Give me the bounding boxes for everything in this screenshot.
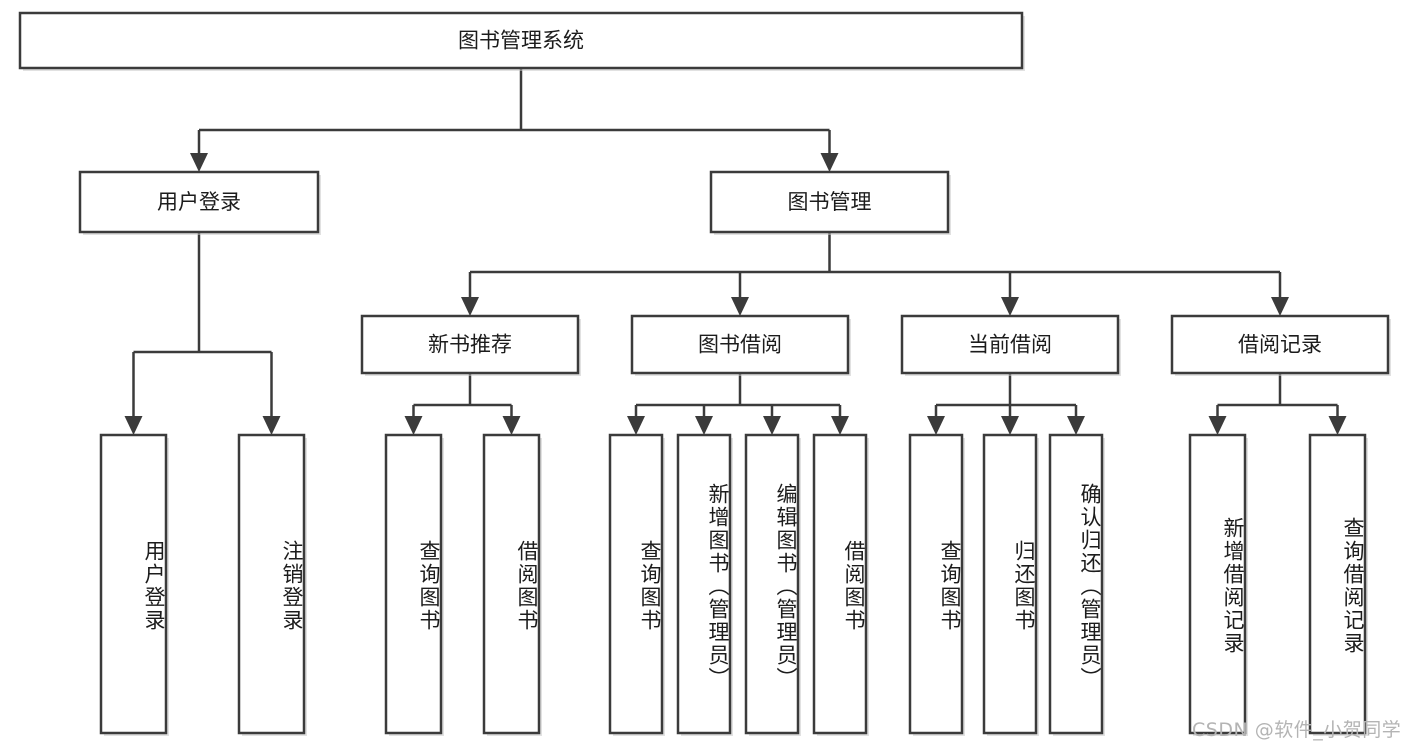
- node-leaf-3-借阅图书[interactable]: [482, 433, 541, 735]
- arrow-图书管理-3: [1271, 297, 1289, 316]
- node-l2-用户登录[interactable]: [78, 170, 320, 234]
- arrow-图书管理-0: [461, 297, 479, 316]
- arrow-新书推荐-1: [502, 416, 521, 435]
- node-leaf-12-查询借阅记录[interactable]: [1308, 433, 1367, 735]
- arrow-图书管理系统-0: [190, 153, 208, 172]
- node-l3-当前借阅[interactable]: [900, 314, 1120, 375]
- node-l2-图书管理-label: 图书管理: [788, 190, 872, 214]
- arrow-图书借阅-0: [627, 416, 645, 435]
- arrow-当前借阅-0: [927, 416, 945, 435]
- connector-layer: [124, 68, 1347, 435]
- node-leaf-1-注销登录[interactable]: [237, 433, 306, 735]
- arrow-新书推荐-0: [404, 416, 423, 435]
- arrow-图书借阅-2: [763, 416, 781, 435]
- arrow-图书借阅-3: [831, 416, 849, 435]
- node-leaf-8-查询图书[interactable]: [908, 433, 964, 735]
- arrow-借阅记录-1: [1328, 416, 1347, 435]
- node-root-图书管理系统-label: 图书管理系统: [458, 29, 584, 53]
- node-leaf-0-用户登录[interactable]: [99, 433, 168, 735]
- node-root-图书管理系统[interactable]: [18, 11, 1024, 70]
- arrow-图书管理-1: [731, 297, 749, 316]
- arrow-用户登录-0: [124, 416, 143, 435]
- node-leaf-5-新增图书-管理员[interactable]: [676, 433, 732, 735]
- arrow-图书管理-2: [1001, 297, 1019, 316]
- node-l3-新书推荐[interactable]: [360, 314, 580, 375]
- node-l2-图书管理[interactable]: [709, 170, 950, 234]
- node-l3-借阅记录[interactable]: [1170, 314, 1390, 375]
- node-leaf-2-查询图书[interactable]: [384, 433, 443, 735]
- node-l3-借阅记录-label: 借阅记录: [1238, 333, 1322, 357]
- arrow-当前借阅-2: [1067, 416, 1085, 435]
- node-l3-图书借阅[interactable]: [630, 314, 850, 375]
- arrow-用户登录-1: [262, 416, 281, 435]
- node-leaf-6-编辑图书-管理员[interactable]: [744, 433, 800, 735]
- node-leaf-7-借阅图书[interactable]: [812, 433, 868, 735]
- arrow-图书借阅-1: [695, 416, 713, 435]
- csdn-watermark: CSDN @软件_小贺同学: [1192, 719, 1402, 741]
- node-leaf-9-归还图书[interactable]: [982, 433, 1038, 735]
- arrow-借阅记录-0: [1208, 416, 1227, 435]
- node-leaf-11-新增借阅记录[interactable]: [1188, 433, 1247, 735]
- node-l3-当前借阅-label: 当前借阅: [968, 333, 1052, 357]
- node-l2-用户登录-label: 用户登录: [157, 190, 241, 214]
- node-l3-新书推荐-label: 新书推荐: [428, 333, 512, 357]
- arrow-图书管理系统-1: [820, 153, 839, 172]
- box-layer: [18, 11, 1391, 736]
- node-leaf-4-查询图书[interactable]: [608, 433, 664, 735]
- node-leaf-10-确认归还-管理员[interactable]: [1048, 433, 1104, 735]
- node-l3-图书借阅-label: 图书借阅: [698, 333, 782, 357]
- arrow-当前借阅-1: [1001, 416, 1019, 435]
